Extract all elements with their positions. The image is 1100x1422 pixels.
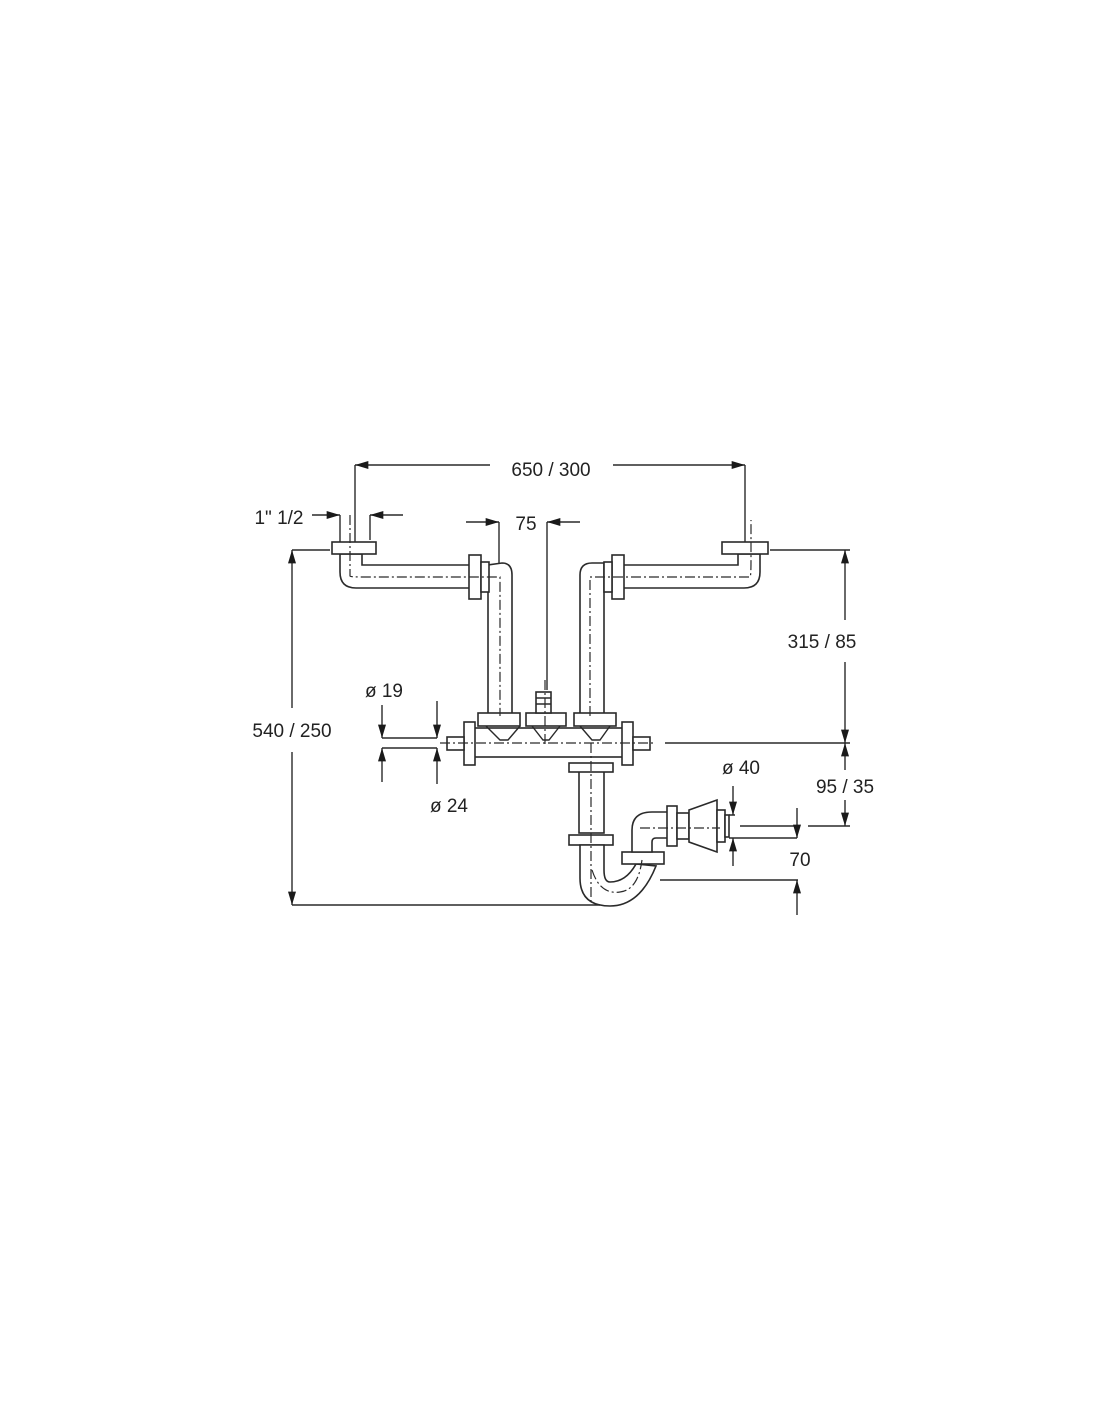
label-inlet-to-manifold: 315 / 85 [788, 632, 857, 653]
centerlines [349, 515, 752, 905]
right-inlet-flange [721, 541, 769, 555]
left-inlet-flange [331, 541, 377, 555]
outlet-cone [688, 798, 718, 854]
label-outlet-to-bottom: 70 [789, 850, 810, 871]
label-nipple-inner: ø 19 [365, 681, 403, 702]
label-overall-height: 540 / 250 [252, 721, 331, 742]
label-center-offset: 75 [515, 514, 536, 535]
left-inlet-pipe [339, 553, 473, 589]
right-inlet-pipe [619, 553, 761, 589]
pipework [331, 541, 769, 907]
center-spigot [535, 691, 552, 714]
outlet-elbow [631, 811, 669, 853]
trap-bend [579, 844, 658, 907]
label-outlet-diameter: ø 40 [722, 758, 760, 779]
dimension-labels: 650 / 300 1" 1/2 75 540 / 250 315 / 85 9… [252, 460, 874, 871]
label-nipple-outer: ø 24 [430, 796, 468, 817]
label-manifold-to-outlet: 95 / 35 [816, 777, 874, 798]
right-vertical-pipe [579, 562, 605, 717]
label-overall-width: 650 / 300 [511, 460, 590, 481]
dimension-lines [288, 461, 850, 915]
trap-nut [621, 851, 665, 865]
label-inlet-size: 1" 1/2 [254, 508, 303, 529]
